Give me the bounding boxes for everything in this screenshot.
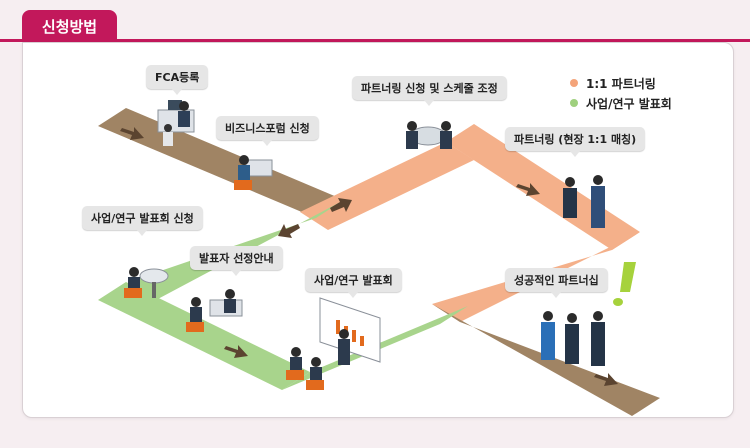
legend: 1:1 파트너링 사업/연구 발표회 — [570, 73, 672, 113]
arrow-icon — [594, 373, 618, 386]
presenter-notice-desk-icon — [186, 289, 243, 332]
step-presenter-notice: 발표자 선정안내 — [190, 246, 283, 276]
step-partnering-schedule: 파트너링 신청 및 스케줄 조정 — [352, 76, 507, 106]
legend-item-partnering: 1:1 파트너링 — [570, 73, 672, 93]
arrow-icon — [330, 198, 352, 212]
legend-label-partnering: 1:1 파트너링 — [586, 76, 656, 91]
legend-dot-orange — [570, 79, 578, 87]
track-partnering-schedule — [300, 142, 474, 230]
forum-desk-icon — [234, 155, 273, 190]
top-divider — [0, 39, 750, 42]
step-success-partnership: 성공적인 파트너십 — [505, 268, 608, 298]
meeting-table-icon — [406, 121, 452, 149]
round-table-icon — [124, 267, 169, 298]
arrow-icon — [120, 127, 144, 140]
partnership-people-icon — [541, 311, 605, 366]
arrow-icon — [278, 224, 300, 238]
step-business-forum: 비즈니스포럼 신청 — [216, 116, 319, 146]
arrow-icon — [516, 183, 540, 196]
step-partnering-onsite: 파트너링 (현장 1:1 매칭) — [505, 127, 646, 157]
handshake-people-icon — [563, 175, 605, 228]
legend-label-presentation: 사업/연구 발표회 — [586, 96, 672, 111]
track-presentation-left — [98, 282, 310, 390]
exclamation-icon — [613, 262, 636, 306]
step-fca-registration: FCA등록 — [146, 65, 209, 95]
presentation-board-icon — [286, 297, 381, 390]
legend-dot-green — [570, 99, 578, 107]
section-title-tab: 신청방법 — [22, 10, 117, 42]
track-fca-to-forum — [98, 108, 344, 218]
step-presentation: 사업/연구 발표회 — [305, 268, 402, 298]
step-presentation-apply: 사업/연구 발표회 신청 — [82, 206, 203, 236]
desk-reception-icon — [157, 100, 195, 146]
arrow-icon — [224, 345, 248, 358]
legend-item-presentation: 사업/연구 발표회 — [570, 93, 672, 113]
